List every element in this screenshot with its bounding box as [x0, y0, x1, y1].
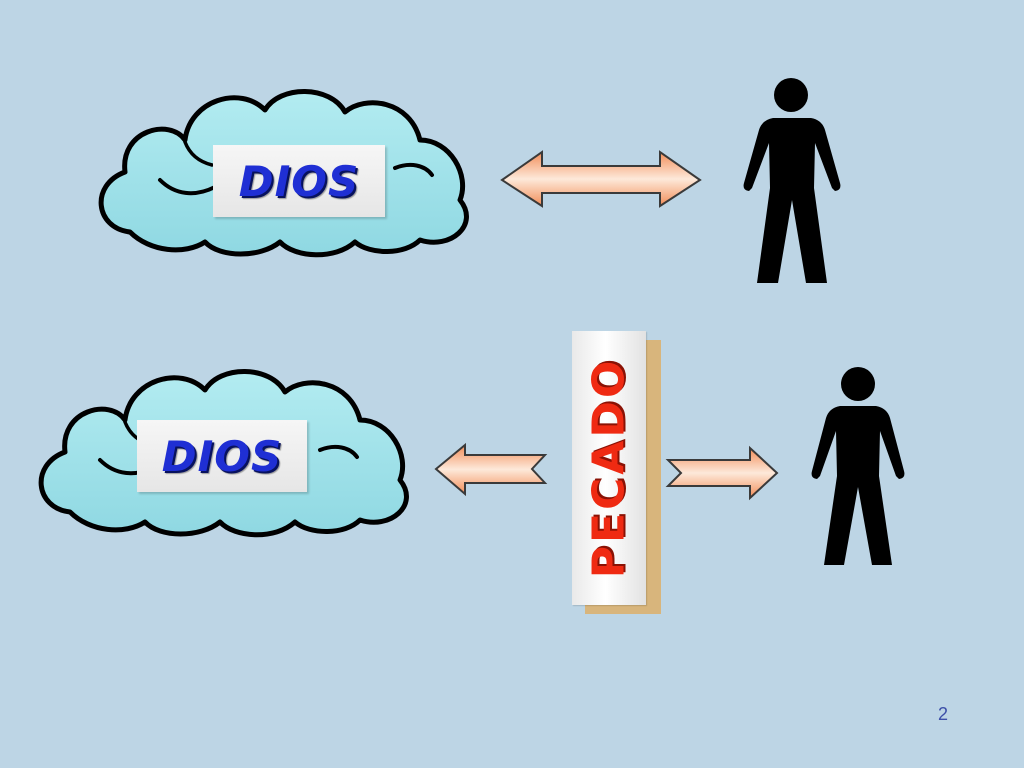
pecado-barrier [572, 331, 646, 605]
dios-text-bottom: DIOS [161, 431, 283, 481]
double-arrow-icon [500, 150, 702, 208]
dios-label-top: DIOS [213, 145, 385, 217]
left-arrow-icon [434, 442, 548, 497]
pecado-label: PECADO [583, 357, 635, 579]
right-arrow-icon [665, 445, 779, 501]
page-number: 2 [937, 704, 948, 724]
dios-text-top: DIOS [238, 156, 360, 206]
person-icon-bottom [811, 367, 905, 565]
dios-label-bottom: DIOS [137, 420, 307, 492]
person-icon-top [743, 78, 841, 283]
